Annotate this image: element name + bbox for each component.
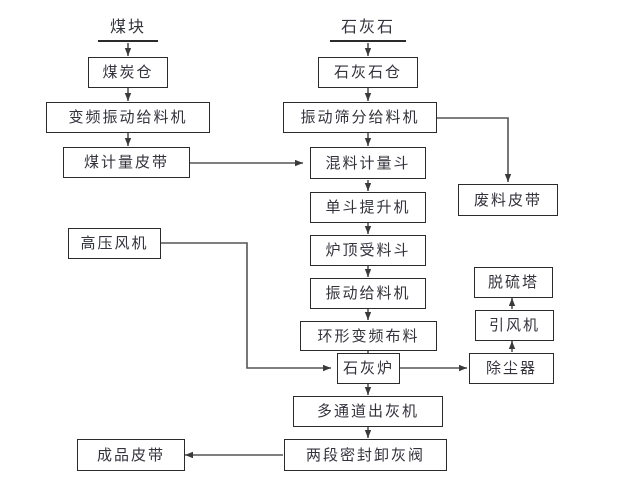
edge-screen-feeder-to-waste-belt: [437, 117, 512, 182]
node-two-stage-sealed-ash-valve[interactable]: 两段密封卸灰阀: [284, 439, 447, 471]
node-finished-product-belt[interactable]: 成品皮带: [77, 439, 185, 471]
node-waste-belt[interactable]: 废料皮带: [458, 184, 558, 216]
node-multi-channel-ash-discharger-label: 多通道出灰机: [316, 402, 419, 420]
node-dust-collector[interactable]: 除尘器: [469, 353, 554, 384]
node-high-pressure-fan[interactable]: 高压风机: [68, 228, 161, 259]
input-label-limestone-text: 石灰石: [340, 17, 395, 36]
node-lime-kiln[interactable]: 石灰炉: [337, 353, 400, 384]
node-dust-collector-label: 除尘器: [485, 359, 537, 377]
node-vibrating-screen-feeder[interactable]: 振动筛分给料机: [283, 102, 437, 133]
node-induced-draft-fan-label: 引风机: [488, 316, 540, 334]
node-single-bucket-elevator[interactable]: 单斗提升机: [310, 192, 426, 223]
node-high-pressure-fan-label: 高压风机: [80, 234, 149, 252]
node-desulfurization-tower[interactable]: 脱硫塔: [474, 267, 553, 298]
node-vibrating-feeder-label: 振动给料机: [325, 284, 411, 302]
node-two-stage-sealed-ash-valve-label: 两段密封卸灰阀: [305, 445, 425, 464]
node-vfd-vibrating-feeder[interactable]: 变频振动给料机: [46, 102, 210, 133]
node-limestone-bunker-label: 石灰石仓: [333, 63, 402, 81]
node-induced-draft-fan[interactable]: 引风机: [475, 310, 554, 341]
input-label-limestone: 石灰石: [330, 14, 406, 42]
node-mixing-weighing-hopper[interactable]: 混料计量斗: [310, 147, 426, 179]
node-coal-bunker-label: 煤炭仓: [102, 63, 154, 81]
node-annular-vfd-distributor[interactable]: 环形变频布料: [300, 321, 437, 351]
node-single-bucket-elevator-label: 单斗提升机: [325, 198, 411, 216]
node-vibrating-feeder[interactable]: 振动给料机: [310, 278, 426, 309]
node-vibrating-screen-feeder-label: 振动筛分给料机: [300, 108, 420, 126]
node-coal-weighing-belt-label: 煤计量皮带: [83, 153, 169, 171]
node-annular-vfd-distributor-label: 环形变频布料: [317, 326, 420, 345]
node-vfd-vibrating-feeder-label: 变频振动给料机: [68, 108, 188, 126]
node-multi-channel-ash-discharger[interactable]: 多通道出灰机: [293, 396, 443, 427]
node-coal-bunker[interactable]: 煤炭仓: [88, 57, 168, 88]
node-limestone-bunker[interactable]: 石灰石仓: [318, 57, 418, 88]
input-label-coal-text: 煤块: [109, 17, 146, 36]
node-furnace-top-receiving-hopper[interactable]: 炉顶受料斗: [310, 235, 426, 266]
node-finished-product-belt-label: 成品皮带: [96, 445, 165, 464]
node-lime-kiln-label: 石灰炉: [342, 359, 394, 377]
node-desulfurization-tower-label: 脱硫塔: [487, 273, 539, 291]
node-coal-weighing-belt[interactable]: 煤计量皮带: [63, 147, 190, 178]
node-furnace-top-receiving-hopper-label: 炉顶受料斗: [325, 241, 411, 259]
input-label-coal: 煤块: [98, 14, 158, 42]
node-waste-belt-label: 废料皮带: [473, 190, 542, 209]
node-mixing-weighing-hopper-label: 混料计量斗: [325, 153, 411, 172]
